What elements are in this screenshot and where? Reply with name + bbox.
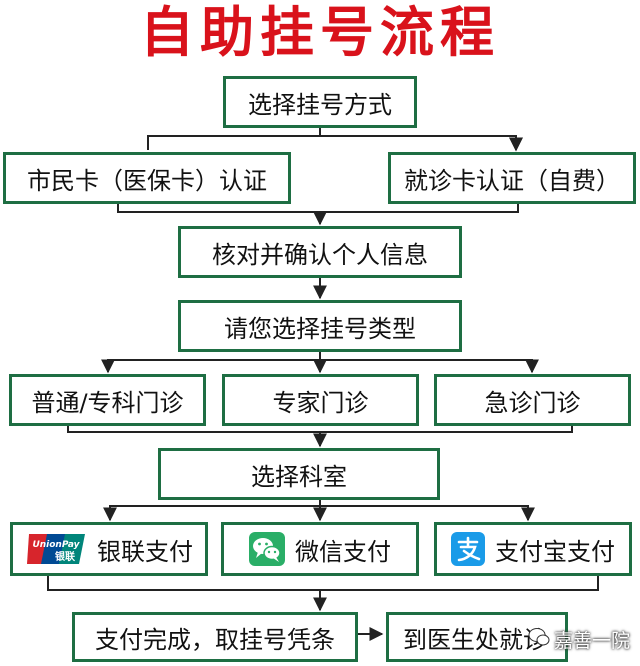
- alipay-logo-icon: [451, 532, 485, 566]
- step-select-type: 请您选择挂号类型: [178, 300, 462, 352]
- watermark-text: 嘉善一院: [554, 629, 631, 652]
- connector-dept-split: [103, 498, 321, 522]
- step-alipay-label: 支付宝支付: [495, 537, 615, 566]
- wechat-logo-icon: [249, 532, 285, 566]
- step-select-dept: 选择科室: [158, 448, 440, 500]
- step-emergency-clinic-label: 急诊门诊: [484, 388, 581, 417]
- step-general-clinic: 普通/专科门诊: [9, 374, 206, 426]
- svg-text:UnionPay: UnionPay: [32, 540, 80, 550]
- unionpay-logo-icon: UnionPay 银联: [25, 532, 87, 566]
- svg-text:银联: 银联: [55, 550, 75, 563]
- step-see-doctor-label: 到医生处就诊: [403, 625, 547, 654]
- chat-bubble-icon: [528, 627, 550, 652]
- step-payment-done-label: 支付完成，取挂号凭条: [95, 625, 335, 654]
- step-select-dept-label: 选择科室: [251, 462, 347, 491]
- watermark: 嘉善一院: [528, 624, 630, 654]
- step-select-method: 选择挂号方式: [223, 76, 417, 128]
- step-wechat-pay-label: 微信支付: [295, 537, 391, 566]
- step-expert-clinic-label: 专家门诊: [272, 388, 369, 417]
- step-general-clinic-label: 普通/专科门诊: [31, 388, 184, 417]
- step-citizen-card: 市民卡（医保卡）认证: [3, 152, 291, 204]
- connector-auth-merge: [117, 203, 519, 224]
- step-verify-info: 核对并确认个人信息: [178, 226, 462, 278]
- step-unionpay: UnionPay 银联 银联支付: [10, 522, 208, 576]
- step-select-type-label: 请您选择挂号类型: [224, 314, 416, 343]
- step-payment-done: 支付完成，取挂号凭条: [72, 612, 358, 662]
- connector-clinic-merge: [67, 424, 573, 446]
- connector-pay-merge: [47, 574, 599, 610]
- step-expert-clinic: 专家门诊: [222, 374, 419, 426]
- step-select-method-label: 选择挂号方式: [248, 90, 392, 119]
- connector-dept-right: [320, 505, 535, 522]
- connector-method-split: [147, 128, 516, 150]
- step-citizen-card-label: 市民卡（医保卡）认证: [27, 166, 267, 195]
- connector-type-right: [320, 359, 539, 374]
- step-verify-info-label: 核对并确认个人信息: [212, 240, 428, 269]
- step-alipay: 支付宝支付: [434, 522, 632, 576]
- connector-type-split: [101, 351, 321, 374]
- step-wechat-pay: 微信支付: [221, 522, 419, 576]
- step-visit-card-label: 就诊卡认证（自费）: [404, 166, 620, 195]
- step-visit-card: 就诊卡认证（自费）: [388, 152, 636, 204]
- step-unionpay-label: 银联支付: [97, 537, 193, 566]
- page-title: 自助挂号流程: [140, 1, 500, 64]
- step-emergency-clinic: 急诊门诊: [434, 374, 631, 426]
